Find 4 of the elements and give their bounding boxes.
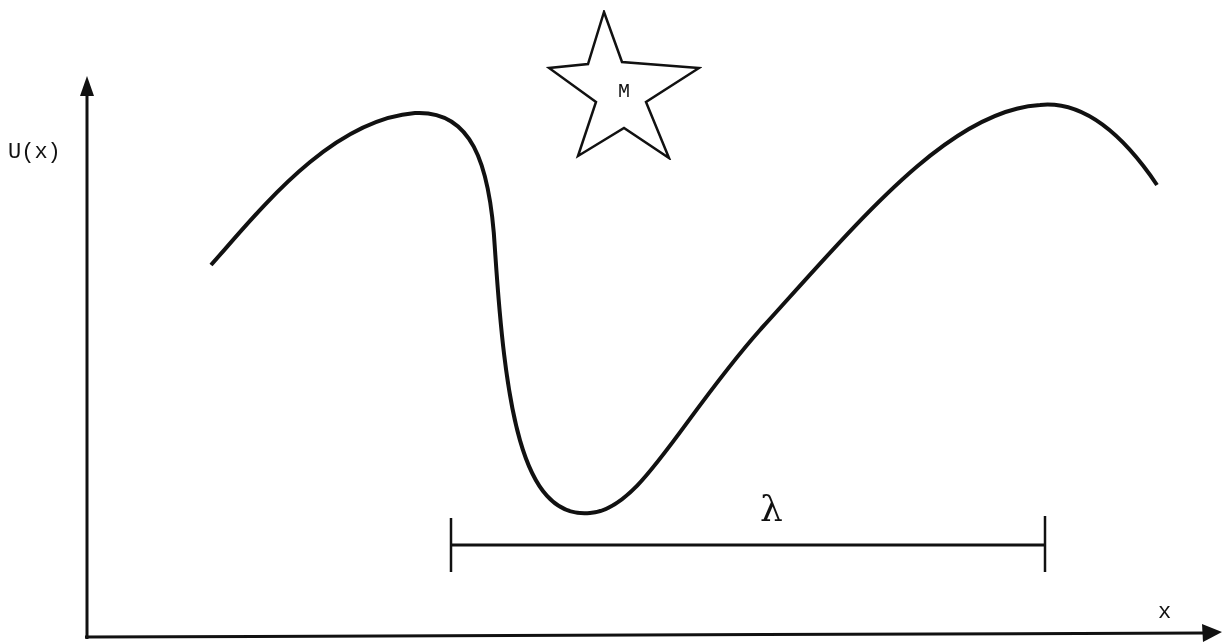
axis-label: x bbox=[1158, 600, 1172, 625]
star-label: M bbox=[618, 79, 630, 103]
axis-label: U(x) bbox=[8, 140, 61, 165]
dimension-label: λ bbox=[760, 488, 783, 529]
